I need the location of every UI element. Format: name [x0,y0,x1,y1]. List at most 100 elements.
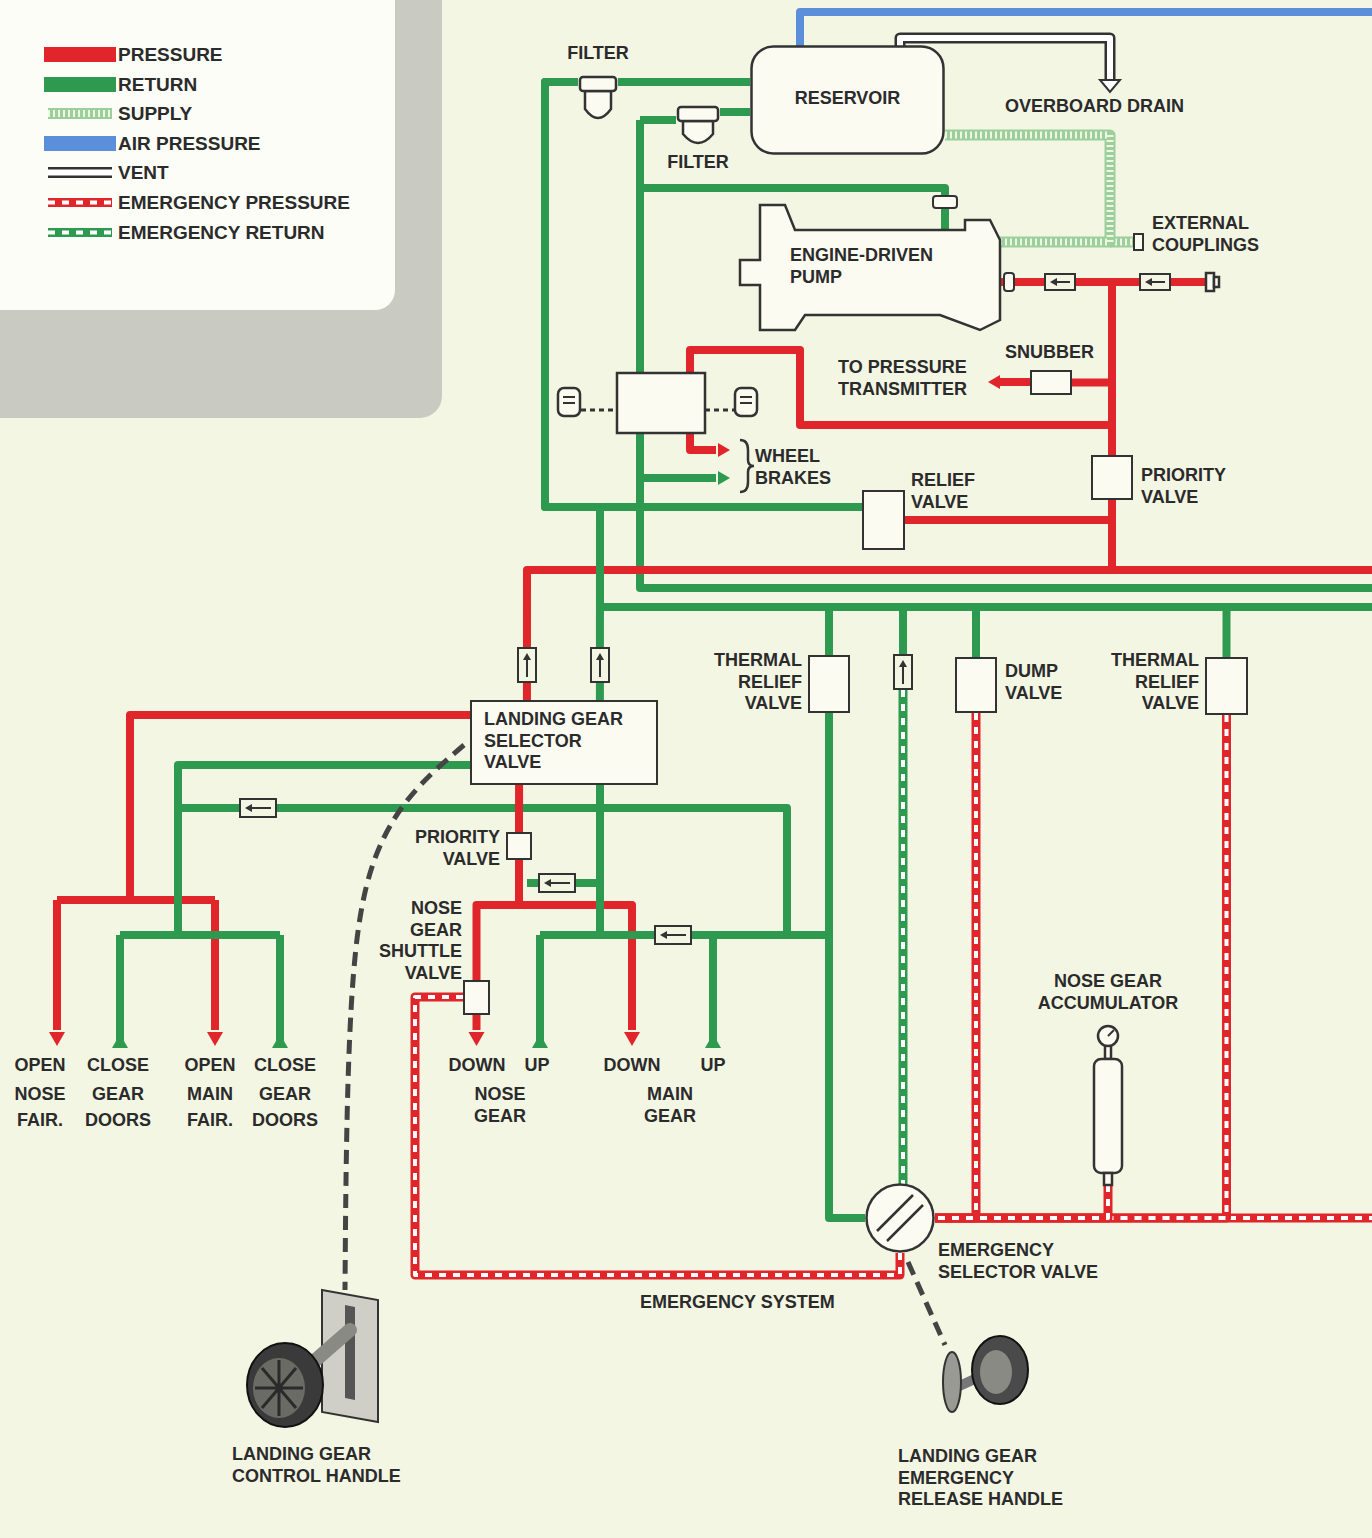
pipe-line [713,935,714,1046]
pipe-stroke [829,713,865,1218]
pipe-line [280,935,281,1046]
pipe-stroke [935,1185,1108,1218]
part-label: DOORS [78,1110,158,1132]
pipe-stroke [48,110,112,117]
check-valve-arrow [902,665,904,684]
legend-swatch [44,106,116,121]
pipe-stroke [178,808,829,935]
part-label: FAIR. [0,1110,80,1132]
pipe-connector [545,82,600,700]
part-label: NOSE GEAR [460,1084,540,1127]
legend-row: VENT [0,160,390,188]
check-valve-arrow [899,660,907,667]
part-label: LANDING GEAR EMERGENCY RELEASE HANDLE [898,1446,1088,1511]
valve-circle [867,1185,934,1252]
node-text: PRIORITY VALVE [408,827,500,870]
part-label: WHEEL BRAKES [755,446,847,489]
legend-swatch [44,165,116,180]
node-text: FILTER [563,43,633,65]
valve-box: PRIORITY VALVE [1091,455,1133,500]
pipe-line [690,350,1112,450]
pipe-stroke [116,935,124,1046]
legend-text: EMERGENCY PRESSURE [118,192,350,215]
legend-sample [48,113,112,114]
check-valve-body [539,874,575,892]
pipe-connector [1000,282,1112,383]
node-text: NOSE GEAR SHUTTLE VALVE [374,898,462,984]
control-handle [247,1290,378,1427]
pipe-stroke [48,201,112,205]
check-valve-arrow [544,879,551,887]
check-valve-body [240,799,276,817]
part-label: CLOSE [78,1055,158,1077]
pipe-connector [935,713,976,1218]
pipe-stroke [596,785,604,935]
pipe-stroke [1000,282,1112,383]
pipe-line [829,607,830,655]
pipe-connector [720,111,750,112]
pipe-stroke [640,116,676,124]
selector-valve-box: LANDING GEAR SELECTOR VALVE [470,700,658,785]
pipe-line [976,607,977,657]
pipe-stroke [1000,278,1205,286]
selector-valve-circle: EMERGENCY SELECTOR VALVE [865,1183,935,1253]
node-text: ENGINE-DRIVEN PUMP [790,245,960,288]
pipe-stroke [120,931,280,939]
check-valve-body [655,926,691,944]
bracket [740,440,754,492]
pump-outline [740,205,1000,330]
check-valve-arrow [596,653,604,660]
arrowhead [718,471,730,485]
pipe-stroke [53,900,61,1030]
pipe-line [120,935,121,1046]
handle-knob-face [980,1350,1012,1394]
shape-outline [676,105,720,150]
check-valve-arrow [245,804,252,812]
part-label: CLOSE [245,1055,325,1077]
check-valve-arrow [549,882,570,884]
filter-symbol: FILTER [578,75,618,125]
arrowhead [49,1032,65,1046]
pipe-stroke [415,997,900,1275]
pipe-connector [618,81,750,82]
pipe-connector [935,1185,1108,1218]
legend-swatch [44,195,116,210]
pipe-stroke [48,228,112,237]
arrowhead [272,1034,288,1048]
valve-rotor [877,1195,923,1241]
pipe-stroke [709,935,717,1046]
pump-body: ENGINE-DRIVEN PUMP [740,205,1000,330]
node-text: RELIEF VALVE [911,470,991,513]
filter-head [580,77,616,91]
pipe-connector [477,860,520,980]
pipe-line [215,900,216,1030]
check-valve [894,655,912,689]
cylinder [1094,1059,1122,1173]
pipe-stroke [477,860,520,980]
pipe-connector [829,713,865,1218]
check-valve-arrow [250,807,271,809]
node-text: RESERVOIR [750,88,945,110]
check-valve-arrow [1050,278,1057,286]
check-valve-arrow [1150,281,1165,283]
pipe-stroke [48,108,112,119]
legend-swatch [44,77,116,92]
pipe-connector [519,785,520,832]
legend-sample [48,172,112,173]
pipe-line [1226,607,1227,657]
brake-pedal-lines [740,397,752,403]
part-label: OVERBOARD DRAIN [1005,96,1225,118]
pipe-stroke [345,745,464,1290]
valve-box: NOSE GEAR SHUTTLE VALVE [463,980,490,1015]
part-label: DOORS [245,1110,325,1132]
pipe-stroke [935,713,976,1218]
check-valve-body [1140,274,1170,290]
check-valve-body [591,648,609,682]
brake-pedal [735,388,757,416]
check-valve-arrow [523,653,531,660]
shape-outline [578,75,618,125]
check-valve [591,648,609,682]
pipe-stroke [48,167,112,178]
legend-row: AIR PRESSURE [0,131,390,159]
legend-swatch [44,225,116,240]
